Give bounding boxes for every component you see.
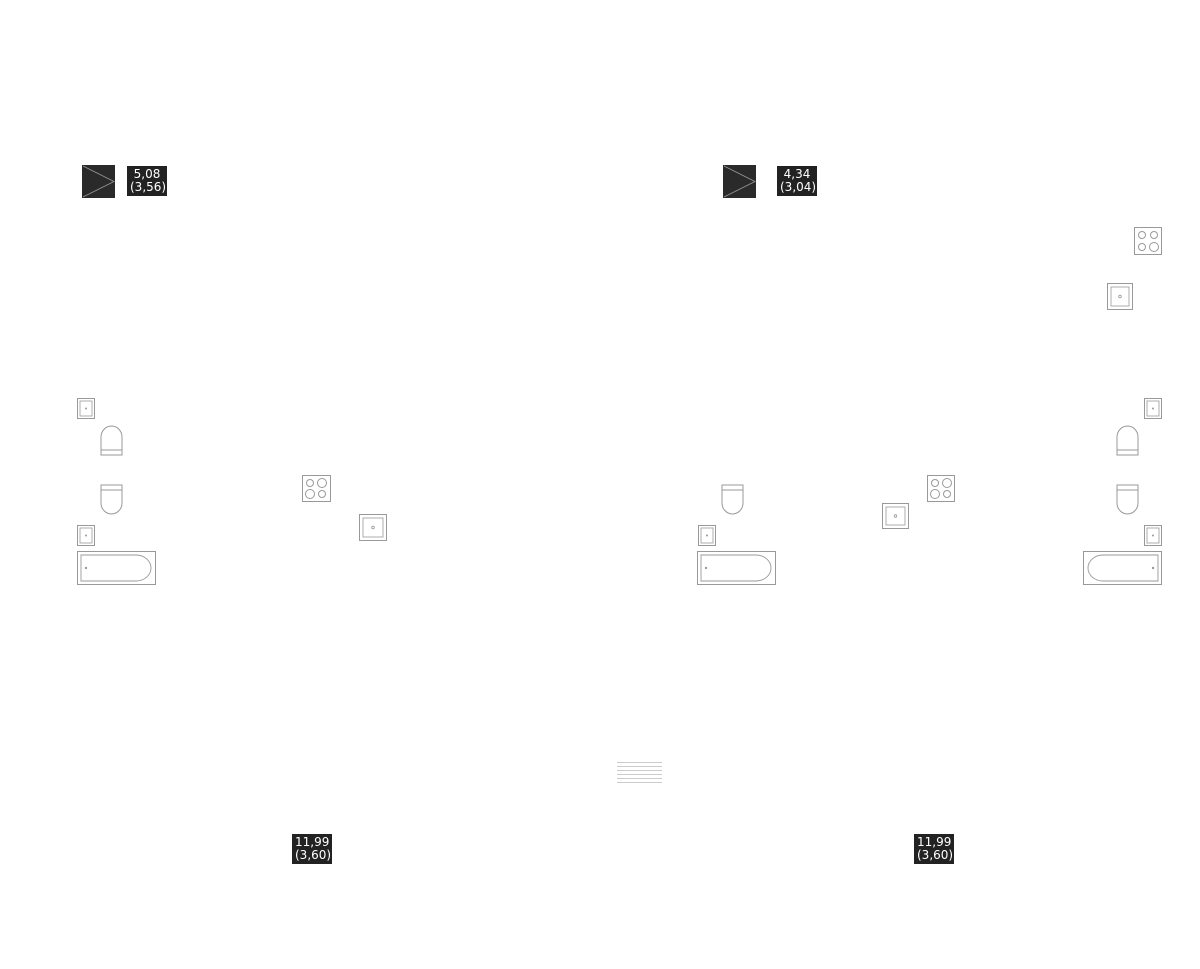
bathtub-icon — [1083, 551, 1162, 585]
reduced-area-value: (3,60) — [917, 848, 954, 862]
toilet-icon — [100, 425, 123, 456]
room-area-label: 11,99 (3,60) — [914, 834, 954, 864]
bathtub-icon — [697, 551, 776, 585]
area-value: 11,99 — [917, 835, 952, 849]
door-marker-icon — [82, 165, 115, 198]
door-marker-icon — [723, 165, 756, 198]
area-value: 4,34 — [783, 167, 811, 181]
area-value: 5,08 — [133, 167, 161, 181]
washbasin-icon — [698, 525, 716, 546]
radiator-icon — [617, 762, 662, 783]
washbasin-icon — [77, 525, 95, 546]
stove-icon — [927, 475, 955, 502]
reduced-area-value: (3,56) — [130, 180, 167, 194]
area-value: 11,99 — [295, 835, 330, 849]
balcony-area-label: 5,08 (3,56) — [127, 166, 167, 196]
reduced-area-value: (3,04) — [780, 180, 817, 194]
room-area-label: 11,99 (3,60) — [292, 834, 332, 864]
washbasin-icon — [77, 398, 95, 419]
toilet-icon — [1116, 425, 1139, 456]
sink-icon — [882, 503, 909, 529]
toilet-icon — [1116, 484, 1139, 515]
toilet-icon — [100, 484, 123, 515]
stove-icon — [1134, 227, 1162, 255]
sink-icon — [1107, 283, 1133, 310]
balcony-area-label: 4,34 (3,04) — [777, 166, 817, 196]
sink-icon — [359, 514, 387, 541]
reduced-area-value: (3,60) — [295, 848, 332, 862]
washbasin-icon — [1144, 398, 1162, 419]
bathtub-icon — [77, 551, 156, 585]
toilet-icon — [721, 484, 744, 515]
washbasin-icon — [1144, 525, 1162, 546]
stove-icon — [302, 475, 331, 502]
